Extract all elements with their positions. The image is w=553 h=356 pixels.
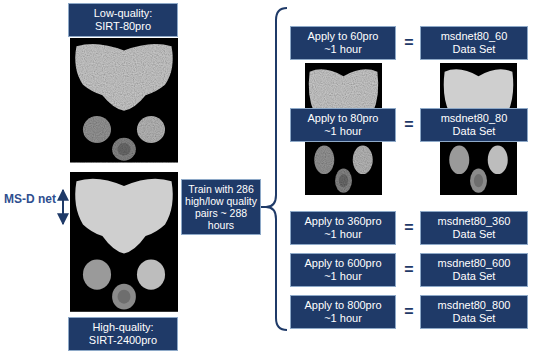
box-text: Apply to 60pro ~1 hour [301,30,385,55]
equals-sign: = [404,303,413,321]
apply-box: Apply to 80pro ~1 hour [290,108,396,141]
high-quality-image [70,172,178,312]
low-quality-image [70,38,178,163]
box-text: High-quality: SIRT-2400pro [81,321,165,346]
double-arrow [62,190,64,224]
box-text: msdnet80_800 Data Set [432,299,516,324]
apply-box: Apply to 600pro ~1 hour [290,253,396,286]
box-text: Apply to 360pro ~1 hour [301,215,385,240]
network-name: MS-D net [4,192,56,206]
apply-box: Apply to 800pro ~1 hour [290,295,396,328]
box-text: Train with 286 high/low quality pairs ~ … [185,183,257,231]
dataset-box: msdnet80_80 Data Set [420,108,528,141]
box-text: msdnet80_60 Data Set [432,30,516,55]
equals-sign: = [404,261,413,279]
dataset-box: msdnet80_600 Data Set [420,253,528,286]
input-label: Low-quality: SIRT-80pro [68,3,178,36]
equals-sign: = [404,34,413,52]
box-text: msdnet80_360 Data Set [432,215,516,240]
box-text: Low-quality: SIRT-80pro [81,7,165,32]
target-label: High-quality: SIRT-2400pro [68,317,178,350]
box-text: Apply to 80pro ~1 hour [301,112,385,137]
dataset-box: msdnet80_360 Data Set [420,211,528,244]
bracket-stem [261,206,266,208]
dataset-box: msdnet80_60 Data Set [420,26,528,59]
training-box: Train with 286 high/low quality pairs ~ … [181,179,261,235]
apply-box: Apply to 360pro ~1 hour [290,211,396,244]
box-text: msdnet80_600 Data Set [432,257,516,282]
equals-sign: = [404,116,413,134]
box-text: Apply to 800pro ~1 hour [301,299,385,324]
equals-sign: = [404,219,413,237]
dataset-box: msdnet80_800 Data Set [420,295,528,328]
apply-box: Apply to 60pro ~1 hour [290,26,396,59]
box-text: msdnet80_80 Data Set [432,112,516,137]
curly-bracket [266,8,287,330]
box-text: Apply to 600pro ~1 hour [301,257,385,282]
